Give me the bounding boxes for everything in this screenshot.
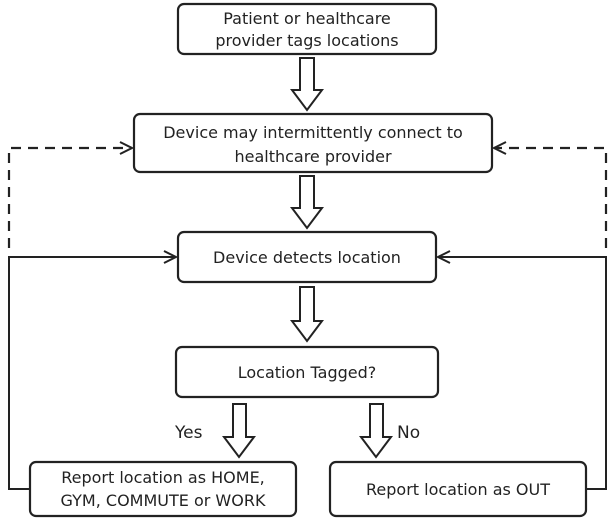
location-tagged-text: Location Tagged?: [238, 363, 377, 382]
report-tagged-line-2: GYM, COMMUTE or WORK: [61, 491, 266, 510]
report-tagged-location-box: Report location as HOME, GYM, COMMUTE or…: [30, 462, 296, 516]
tag-locations-box: Patient or healthcare provider tags loca…: [178, 4, 436, 54]
report-out-box: Report location as OUT: [330, 462, 586, 516]
no-label: No: [397, 423, 420, 443]
detect-location-box: Device detects location: [178, 232, 436, 282]
yes-label: Yes: [174, 423, 203, 443]
report-tagged-line-1: Report location as HOME,: [61, 468, 265, 487]
left-feedback-line: [9, 257, 176, 489]
connect-provider-box: Device may intermittently connect to hea…: [134, 114, 492, 172]
right-feedback-line: [438, 257, 606, 489]
flow-arrow-3: [292, 287, 322, 341]
no-arrow: [361, 404, 391, 457]
flow-arrow-2: [292, 176, 322, 228]
yes-arrow: [224, 404, 254, 457]
report-out-text: Report location as OUT: [366, 480, 550, 499]
right-dashed-connection: [494, 148, 606, 248]
tag-locations-line-1: Patient or healthcare: [223, 9, 391, 28]
detect-location-text: Device detects location: [213, 248, 401, 267]
connect-provider-line-2: healthcare provider: [234, 147, 391, 166]
flow-arrow-1: [292, 58, 322, 110]
connect-provider-line-1: Device may intermittently connect to: [163, 123, 463, 142]
tag-locations-line-2: provider tags locations: [215, 31, 398, 50]
location-tagged-decision-box: Location Tagged?: [176, 347, 438, 397]
left-dashed-connection: [9, 148, 132, 248]
